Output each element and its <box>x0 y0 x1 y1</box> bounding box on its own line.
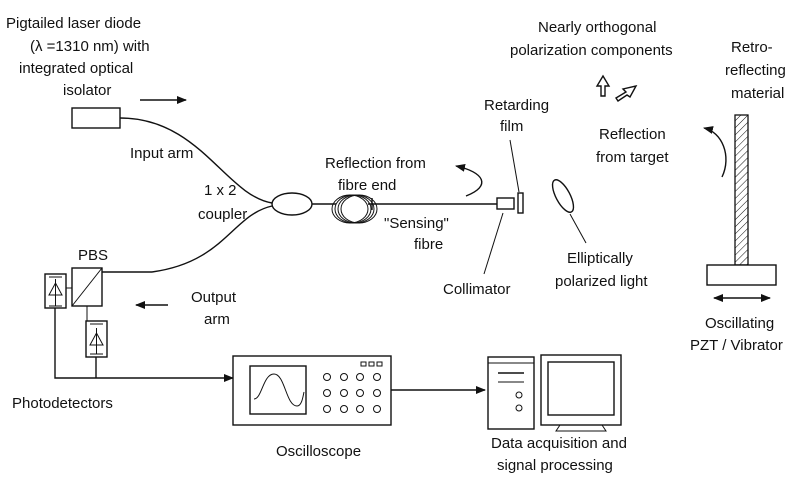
svg-text:Data acquisition and: Data acquisition and <box>491 435 627 452</box>
svg-text:fibre: fibre <box>414 236 443 253</box>
svg-text:from target: from target <box>596 149 669 166</box>
svg-text:fibre end: fibre end <box>338 177 396 194</box>
svg-text:Reflection: Reflection <box>599 126 666 143</box>
svg-text:material: material <box>731 85 784 102</box>
detector-1-wire <box>54 308 225 379</box>
svg-text:polarized light: polarized light <box>555 273 648 290</box>
input-arm-fibre <box>119 117 273 204</box>
coupler-shape <box>271 192 313 216</box>
retro-material-label: Retro- reflecting material <box>725 39 786 102</box>
svg-text:coupler: coupler <box>198 206 247 223</box>
reflection-fibre-label: Reflection from fibre end <box>325 155 426 194</box>
collimator-label: Collimator <box>443 281 511 298</box>
collimator-leader <box>483 212 504 275</box>
output-arm-fibre <box>151 205 273 273</box>
reflection-fibre-arrow <box>455 163 483 197</box>
diagonal-polarization-arrow <box>615 84 638 102</box>
photodetector-2 <box>85 320 108 358</box>
vibrator-base <box>706 264 777 286</box>
svg-text:Nearly orthogonal: Nearly orthogonal <box>538 19 656 36</box>
pzt-label: Oscillating PZT / Vibrator <box>690 315 783 354</box>
pbs-diagonal <box>71 267 103 307</box>
collimator-shape <box>496 197 515 210</box>
svg-text:Retro-: Retro- <box>731 39 773 56</box>
svg-text:Pigtailed laser diode: Pigtailed laser diode <box>6 15 141 32</box>
elliptical-light-label: Elliptically polarized light <box>555 250 648 290</box>
reflection-target-label: Reflection from target <box>596 126 669 166</box>
laser-diode-label: Pigtailed laser diode (λ =1310 nm) with … <box>6 15 150 99</box>
coupler-label: 1 x 2 coupler <box>198 182 247 223</box>
vertical-polarization-arrow <box>595 74 611 97</box>
retarding-film-leader <box>509 139 520 193</box>
daq-label: Data acquisition and signal processing <box>491 435 627 474</box>
svg-text:film: film <box>500 118 523 135</box>
computer-tower <box>487 356 535 430</box>
oscilloscope-label: Oscilloscope <box>276 443 361 460</box>
elliptical-polarization-shape <box>551 179 575 213</box>
photodetectors-label: Photodetectors <box>12 395 113 412</box>
svg-text:signal processing: signal processing <box>497 457 613 474</box>
svg-text:PZT / Vibrator: PZT / Vibrator <box>690 337 783 354</box>
laser-diode-box <box>71 107 121 129</box>
svg-text:arm: arm <box>204 311 230 328</box>
svg-text:Retarding: Retarding <box>484 97 549 114</box>
svg-text:polarization components: polarization components <box>510 42 673 59</box>
input-arm-label: Input arm <box>130 145 193 162</box>
sensing-fibre-label: "Sensing" fibre <box>384 215 449 253</box>
svg-text:isolator: isolator <box>63 82 111 99</box>
retarding-film <box>517 192 524 214</box>
svg-text:integrated optical: integrated optical <box>19 60 133 77</box>
oscilloscope-device <box>232 355 392 426</box>
polarization-label: Nearly orthogonal polarization component… <box>510 19 673 59</box>
retarding-film-label: Retarding film <box>484 97 549 135</box>
svg-text:Output: Output <box>191 289 237 306</box>
svg-text:Oscillating: Oscillating <box>705 315 774 332</box>
svg-text:1 x 2: 1 x 2 <box>204 182 237 199</box>
reflection-target-arrow <box>703 126 727 178</box>
elliptical-leader <box>569 213 587 244</box>
svg-text:Elliptically: Elliptically <box>567 250 633 267</box>
svg-text:Reflection from: Reflection from <box>325 155 426 172</box>
fibre-coil <box>331 194 378 224</box>
retro-reflecting-slab <box>734 114 749 266</box>
computer-monitor <box>540 354 622 432</box>
output-arm-label: Output arm <box>191 289 237 328</box>
photodetector-1 <box>44 273 67 309</box>
svg-text:(λ =1310 nm) with: (λ =1310 nm) with <box>30 38 150 55</box>
svg-text:reflecting: reflecting <box>725 62 786 79</box>
svg-text:"Sensing": "Sensing" <box>384 215 449 232</box>
pbs-label: PBS <box>78 247 108 264</box>
